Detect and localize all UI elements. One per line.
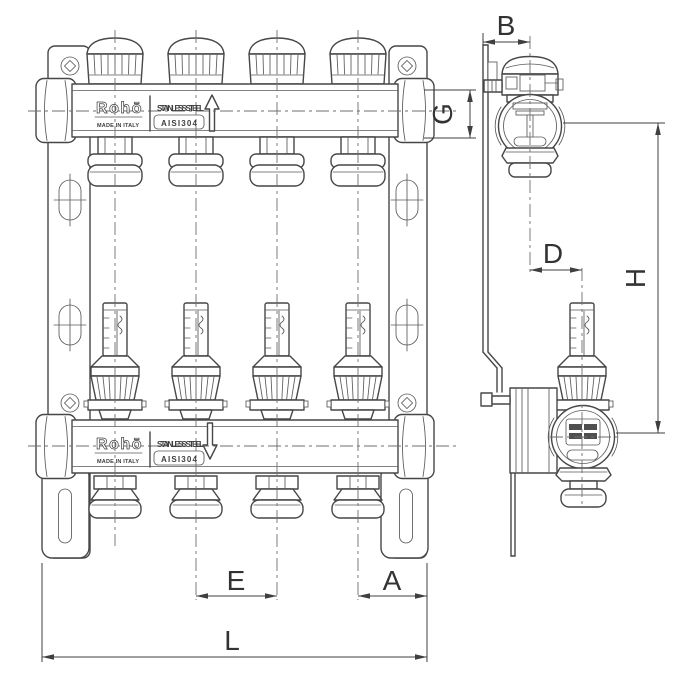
valve-caps [86,37,387,85]
side-bracket [482,44,516,557]
grade-label: AISI304 [161,119,198,128]
bracket-foot-slot [399,488,413,544]
brand-logo: Rohō [96,436,142,453]
brand-logo: Rohō [96,100,142,117]
bracket-screw [60,56,80,76]
front-view [35,37,435,559]
dimension-D: D [530,238,582,273]
flow-down-arrow-icon [202,422,218,460]
manifold-end-cap [35,77,77,144]
return-manifold-bar [71,419,399,474]
bracket-screw [397,393,417,413]
brand-label-bottom: Rohō MADE IN ITALY STAINLESS STEEL AISI3… [94,431,205,468]
bracket-screw [60,393,80,413]
dim-label-E: E [227,565,246,596]
dim-label-G: G [427,103,458,125]
manifold-end-cap [393,413,435,480]
supply-outlets [87,136,386,187]
brand-origin: MADE IN ITALY [97,123,139,129]
brand-label-top: Rohō MADE IN ITALY STAINLESS STEEL AISI3… [94,95,205,132]
dimension-H: H [563,122,665,434]
grade-label: AISI304 [161,455,198,464]
dimension-G: G [424,89,476,139]
brand-origin: MADE IN ITALY [97,459,139,465]
drain-valve [480,392,511,407]
material-label: STAINLESS STEEL [157,440,204,449]
side-view [480,44,619,557]
manifold-end-cap [35,413,77,480]
dim-label-H: H [620,268,651,288]
dimension-A: A [358,563,428,662]
material-label: STAINLESS STEEL [157,104,204,113]
side-return-manifold [480,302,619,508]
centerlines [28,30,618,600]
dim-label-B: B [497,10,516,41]
dim-label-A: A [383,565,402,596]
dimension-B: B [482,10,530,46]
bracket-bolt [483,79,503,93]
bracket-screw [397,56,417,76]
dim-label-D: D [543,238,563,269]
flow-up-arrow-icon [204,94,220,132]
return-outlets [88,475,385,519]
dimension-L: L [41,563,427,662]
bracket-foot-slot [58,488,72,544]
dimension-E: E [196,565,277,599]
supply-manifold-bar [71,83,399,138]
flow-meters [83,302,390,420]
dim-label-L: L [224,625,240,656]
